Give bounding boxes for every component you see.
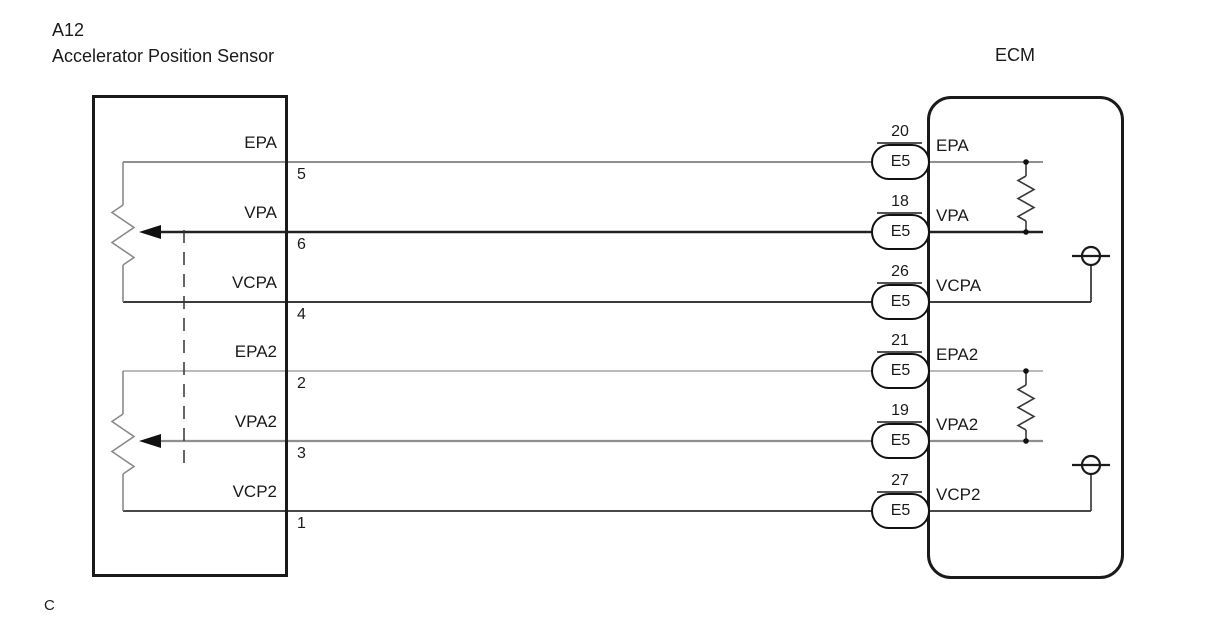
ecm-signal-label: VCP2 — [936, 485, 981, 504]
connector-oval: E5 — [871, 423, 930, 459]
connector-oval: E5 — [871, 214, 930, 250]
ecm-pin-number: 21 — [891, 332, 909, 349]
sensor-pin-number: 2 — [297, 375, 306, 392]
ecm-signal-label: VCPA — [936, 276, 982, 295]
connector-oval: E5 — [871, 353, 930, 389]
accelerator-position-sensor-box — [92, 95, 288, 577]
ecm-pin-number: 27 — [891, 472, 909, 489]
ecm-pin-number: 19 — [891, 402, 909, 419]
sensor-pin-number: 3 — [297, 445, 306, 462]
connector-code: E5 — [890, 153, 911, 170]
sensor-pin-number: 4 — [297, 306, 306, 323]
connector-oval: E5 — [871, 284, 930, 320]
sensor-signal-label: VCPA — [231, 273, 277, 292]
ecm-pin-number: 26 — [891, 263, 909, 280]
sensor-pin-number: 1 — [297, 515, 306, 532]
sensor-signal-label: VPA — [244, 203, 277, 222]
sensor-signal-label: VPA2 — [234, 412, 277, 431]
ecm-signal-label: VPA — [936, 206, 969, 225]
connector-code: E5 — [890, 432, 911, 449]
page-marker: C — [44, 597, 55, 614]
sensor-signal-label: EPA2 — [234, 342, 277, 361]
ecm-signal-label: EPA — [936, 136, 969, 155]
component-id: A12 — [52, 20, 85, 40]
connector-oval: E5 — [871, 493, 930, 529]
connector-code: E5 — [890, 362, 911, 379]
sensor-signal-label: VCP2 — [232, 482, 277, 501]
connector-code: E5 — [890, 293, 911, 310]
sensor-signal-label: EPA — [244, 133, 277, 152]
connector-oval: E5 — [871, 144, 930, 180]
ecm-title: ECM — [995, 45, 1035, 65]
component-name: Accelerator Position Sensor — [52, 46, 275, 66]
ecm-signal-label: EPA2 — [936, 345, 979, 364]
sensor-pin-number: 5 — [297, 166, 306, 183]
ecm-pin-number: 20 — [891, 123, 909, 140]
connector-code: E5 — [890, 223, 911, 240]
ecm-pin-number: 18 — [891, 193, 909, 210]
sensor-pin-number: 6 — [297, 236, 306, 253]
ecm-box — [927, 96, 1124, 579]
connector-code: E5 — [890, 502, 911, 519]
ecm-signal-label: VPA2 — [936, 415, 979, 434]
